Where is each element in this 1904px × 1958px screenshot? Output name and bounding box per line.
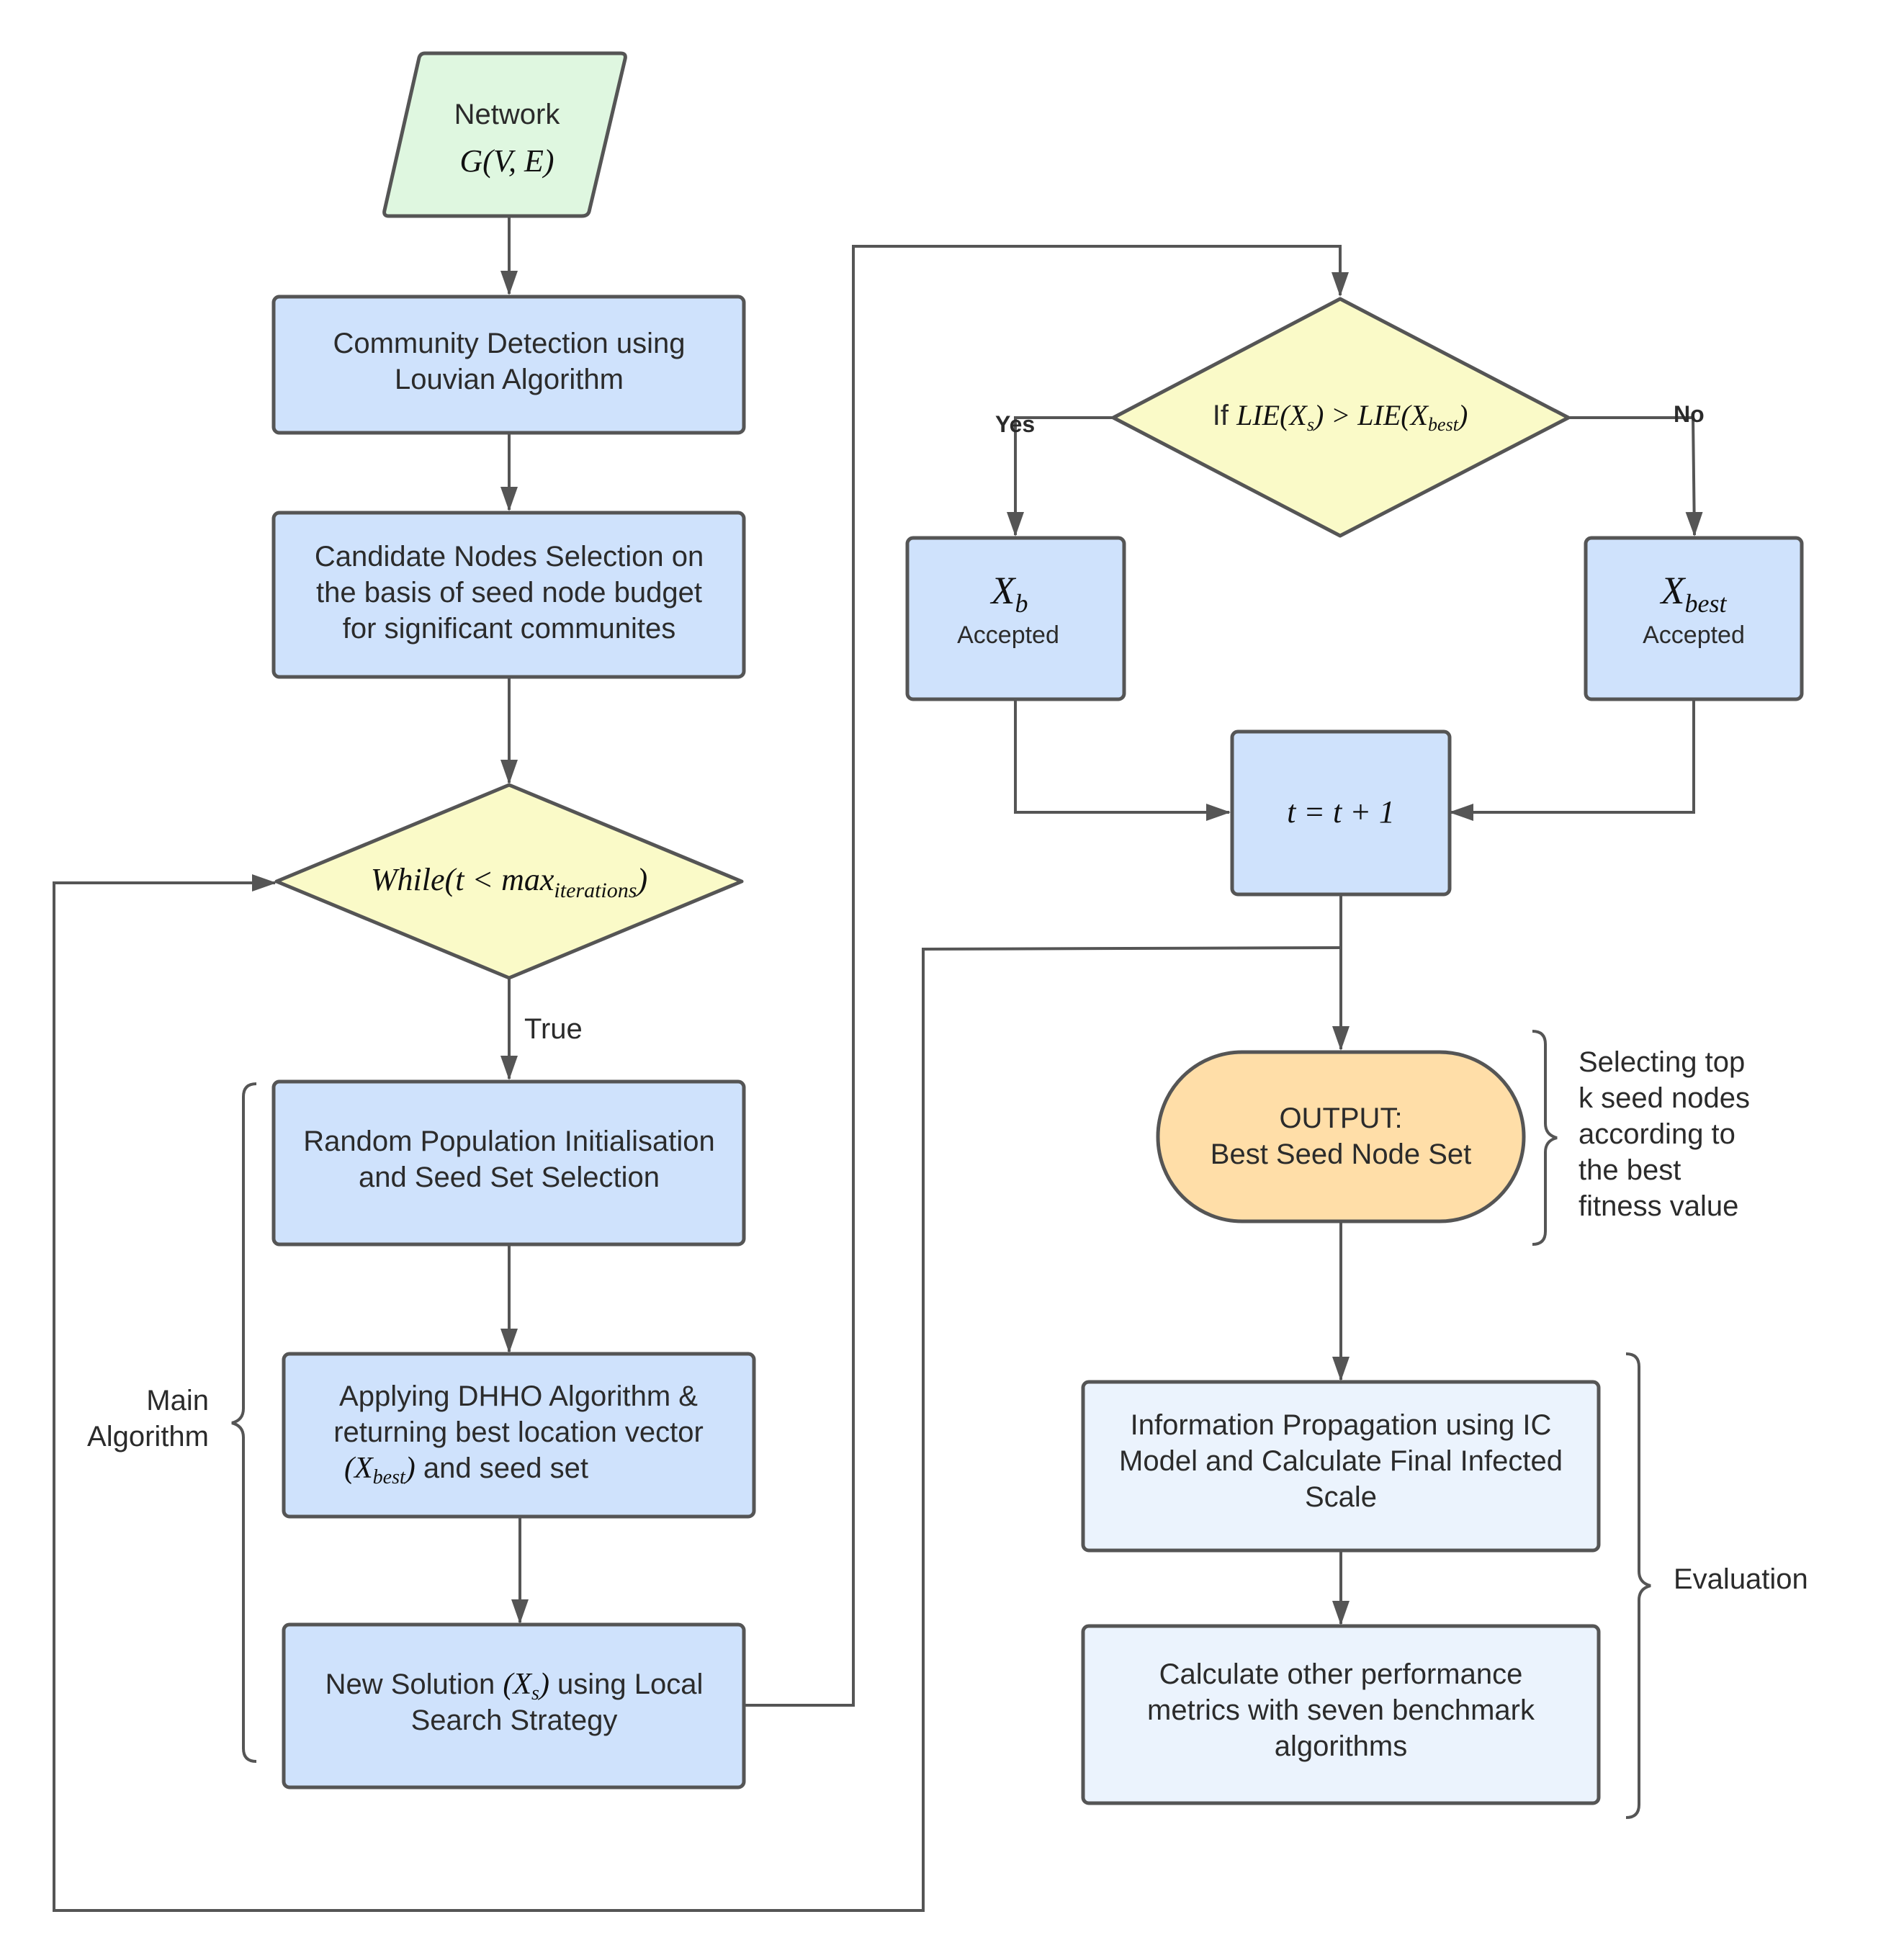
community-detection-box[interactable]: Community Detection using Louvian Algori…: [271, 295, 746, 435]
annotation-main-line2: Algorithm: [87, 1421, 209, 1452]
perf-line1: Calculate other performance: [1159, 1658, 1523, 1690]
newsol-line1: New Solution (Xs) using Local: [325, 1668, 704, 1705]
lie-condition-decision[interactable]: If LIE(Xs) > LIE(Xbest): [1111, 297, 1571, 538]
xb-accepted-box[interactable]: Xb Accepted: [905, 536, 1126, 701]
dhho-algorithm-box[interactable]: Applying DHHO Algorithm & returning best…: [282, 1352, 756, 1519]
network-math: G(V, E): [459, 143, 554, 179]
annotation-main-line1: Main: [146, 1385, 209, 1416]
edge-label-yes: Yes: [995, 411, 1035, 437]
annotation-selecting-line5: fitness value: [1579, 1190, 1738, 1222]
edge-xb-tinc: [1014, 701, 1231, 821]
dhho-line1: Applying DHHO Algorithm &: [339, 1380, 698, 1412]
edge-newsol-cond: [745, 245, 1349, 1707]
annotation-selecting-line2: k seed nodes: [1579, 1082, 1750, 1114]
annotation-selecting-line3: according to: [1579, 1118, 1735, 1150]
newsol-line2: Search Strategy: [411, 1705, 618, 1736]
candidate-line1: Candidate Nodes Selection on: [315, 541, 704, 572]
new-solution-box[interactable]: New Solution (Xs) using Local Search Str…: [282, 1622, 746, 1789]
candidate-line2: the basis of seed node budget: [316, 577, 702, 608]
brace-evaluation: [1625, 1352, 1651, 1819]
braces: [231, 1030, 1651, 1819]
xb-label: Accepted: [957, 621, 1059, 649]
annotation-evaluation: Evaluation: [1674, 1563, 1808, 1595]
candidate-line3: for significant communites: [343, 613, 675, 645]
community-line2: Louvian Algorithm: [395, 364, 624, 395]
edge-cond-yes: [1007, 416, 1114, 536]
xbest-accepted-box[interactable]: Xbest Accepted: [1584, 536, 1804, 701]
lie-condition: If LIE(Xs) > LIE(Xbest): [1213, 399, 1468, 435]
network-shape: [382, 51, 627, 218]
info-line2: Model and Calculate Final Infected: [1119, 1445, 1563, 1477]
candidate-selection-box[interactable]: Candidate Nodes Selection on the basis o…: [271, 511, 746, 679]
brace-selecting: [1532, 1030, 1558, 1246]
perf-line3: algorithms: [1275, 1730, 1408, 1762]
brace-main-algorithm: [231, 1082, 257, 1763]
output-line2: Best Seed Node Set: [1211, 1139, 1471, 1170]
while-condition: While(t < maxiterations): [371, 862, 647, 902]
network-label: Network: [454, 99, 561, 130]
edge-cond-no: [1568, 416, 1703, 536]
xbest-math: Xbest: [1660, 569, 1728, 618]
perf-line2: metrics with seven benchmark: [1147, 1694, 1535, 1726]
annotation-selecting-line1: Selecting top: [1579, 1046, 1745, 1078]
random-line2: and Seed Set Selection: [359, 1162, 660, 1193]
network-input[interactable]: Network G(V, E): [382, 51, 627, 218]
random-line1: Random Population Initialisation: [303, 1126, 714, 1157]
output-terminal[interactable]: OUTPUT: Best Seed Node Set: [1156, 1050, 1526, 1223]
info-line3: Scale: [1305, 1481, 1377, 1513]
increment-t-box[interactable]: t = t + 1: [1230, 729, 1452, 897]
edge-loop-back: [53, 874, 1342, 1912]
dhho-line2: returning best location vector: [333, 1416, 704, 1448]
edge-label-true: True: [524, 1013, 583, 1045]
edge-label-no: No: [1674, 401, 1705, 427]
information-propagation-box[interactable]: Information Propagation using IC Model a…: [1081, 1380, 1601, 1553]
increment-math: t = t + 1: [1287, 794, 1395, 830]
connectors: [53, 217, 1703, 1912]
output-line1: OUTPUT:: [1279, 1103, 1402, 1134]
annotation-selecting-line4: the best: [1579, 1154, 1681, 1186]
dhho-line3: (Xbest) and seed set: [344, 1452, 588, 1488]
random-population-box[interactable]: Random Population Initialisation and See…: [271, 1079, 746, 1247]
info-line1: Information Propagation using IC: [1131, 1409, 1552, 1441]
xb-math: Xb: [990, 569, 1028, 618]
xbest-label: Accepted: [1643, 621, 1745, 649]
community-line1: Community Detection using: [333, 328, 685, 359]
edge-xbest-tinc: [1449, 701, 1695, 821]
while-decision[interactable]: While(t < maxiterations): [274, 783, 744, 980]
performance-metrics-box[interactable]: Calculate other performance metrics with…: [1081, 1624, 1601, 1805]
